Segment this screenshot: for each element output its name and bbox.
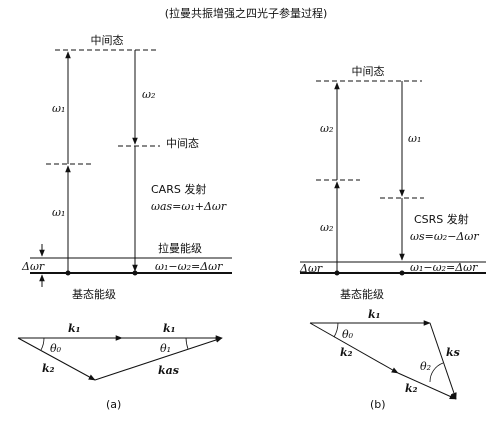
left-k2-arrow bbox=[17, 337, 96, 381]
left-k1-label-a: k₁ bbox=[68, 322, 80, 335]
left-omega1-upper-label: ω₁ bbox=[52, 102, 65, 115]
left-difference-equation: ω₁−ω₂=Δωr bbox=[155, 260, 223, 273]
right-ground-level-label: 基态能级 bbox=[340, 287, 384, 301]
left-ground-level-label: 基态能级 bbox=[72, 287, 116, 301]
left-theta0-arc bbox=[40, 337, 45, 351]
right-theta0-arc bbox=[333, 322, 339, 338]
right-theta0-label: θ₀ bbox=[342, 328, 354, 341]
left-theta1-arc bbox=[185, 337, 189, 350]
right-ground-dot-2 bbox=[399, 270, 405, 276]
left-omega1-lower-label: ω₁ bbox=[52, 206, 65, 219]
left-energy-diagram: 中间态 中间态 拉曼能级 基态能级 Δωr ω₁ ω₁ ω₂ CARS 发射 ω… bbox=[21, 34, 232, 301]
right-caption: (b) bbox=[370, 398, 386, 411]
left-wave-vector-diagram: k₁ k₁ k₂ kas θ₀ θ₁ (a) bbox=[17, 322, 223, 411]
left-k1-label-b: k₁ bbox=[163, 322, 175, 335]
right-difference-equation: ω₁−ω₂=Δωr bbox=[410, 261, 478, 274]
right-omega1-label: ω₁ bbox=[408, 132, 421, 145]
left-k2-label: k₂ bbox=[42, 362, 55, 375]
right-delta-label: Δωr bbox=[299, 262, 323, 275]
right-theta2-label: θ₂ bbox=[420, 360, 431, 373]
left-emission-title: CARS 发射 bbox=[151, 182, 206, 196]
right-ks-arrow bbox=[429, 322, 457, 400]
right-emission-equation: ωs=ω₂−Δωr bbox=[410, 230, 479, 243]
left-raman-level-label: 拉曼能级 bbox=[158, 241, 202, 255]
right-emission-title: CSRS 发射 bbox=[414, 212, 469, 226]
left-emission-equation: ωas=ω₁+Δωr bbox=[151, 200, 227, 213]
left-theta1-label: θ₁ bbox=[160, 342, 171, 355]
left-kas-label: kas bbox=[158, 364, 179, 377]
right-wave-vector-diagram: k₁ k₂ k₂ ks θ₀ θ₂ (b) bbox=[309, 308, 460, 411]
right-theta2-arc bbox=[429, 362, 444, 383]
left-kas-arrow bbox=[94, 337, 223, 381]
right-energy-diagram: 中间态 基态能级 Δωr ω₂ ω₂ ω₁ CSRS 发射 ωs=ω₂−Δωr … bbox=[299, 65, 486, 301]
diagram-title: (拉曼共振增强之四光子参量过程) bbox=[165, 6, 328, 20]
left-intermediate-top-label: 中间态 bbox=[91, 34, 124, 47]
right-omega2-upper-label: ω₂ bbox=[320, 122, 333, 135]
right-ground-dot-1 bbox=[334, 270, 340, 276]
left-intermediate-mid-label: 中间态 bbox=[166, 137, 199, 150]
left-ground-dot-2 bbox=[132, 270, 138, 276]
left-omega2-label: ω₂ bbox=[142, 88, 155, 101]
left-delta-label: Δωr bbox=[21, 260, 45, 273]
right-k2-label-b: k₂ bbox=[405, 382, 418, 395]
left-ground-dot-1 bbox=[65, 270, 71, 276]
right-k2-label-a: k₂ bbox=[340, 346, 353, 359]
left-caption: (a) bbox=[106, 398, 121, 411]
right-intermediate-label: 中间态 bbox=[352, 65, 385, 78]
right-ks-label: ks bbox=[446, 346, 460, 359]
right-k1-label: k₁ bbox=[368, 308, 380, 321]
left-theta0-label: θ₀ bbox=[50, 342, 62, 355]
right-k2-arrow-b bbox=[397, 372, 457, 400]
right-k2-arrow-a bbox=[309, 322, 399, 374]
right-omega2-lower-label: ω₂ bbox=[320, 221, 333, 234]
